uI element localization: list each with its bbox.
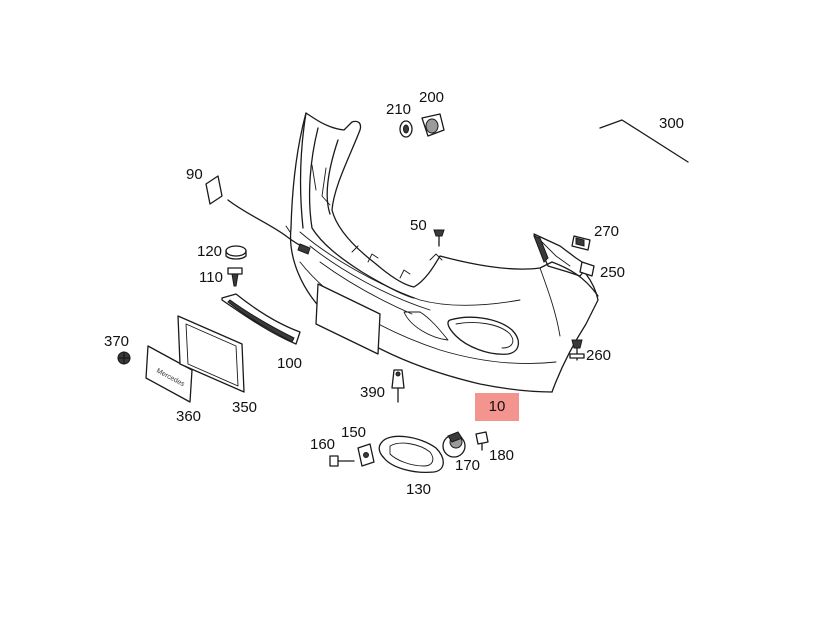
- part-250-bracket[interactable]: [579, 261, 595, 277]
- callout-160[interactable]: 160: [310, 436, 336, 453]
- callout-260[interactable]: 260: [586, 347, 612, 364]
- callout-90[interactable]: 90: [186, 166, 203, 183]
- part-260-screw[interactable]: [569, 339, 585, 361]
- callout-300[interactable]: 300: [659, 115, 685, 132]
- callout-120[interactable]: 120: [197, 243, 223, 260]
- callout-50[interactable]: 50: [410, 217, 427, 234]
- callout-370[interactable]: 370: [104, 333, 130, 350]
- callout-110[interactable]: 110: [199, 269, 223, 286]
- callout-270[interactable]: 270: [594, 223, 620, 240]
- callout-360[interactable]: 360: [176, 408, 202, 425]
- part-110-fastener[interactable]: [227, 267, 243, 287]
- callout-150[interactable]: 150: [341, 424, 367, 441]
- part-370-screw[interactable]: [117, 351, 131, 365]
- part-170-fog-lamp[interactable]: [442, 431, 466, 458]
- part-160-bolt[interactable]: [329, 455, 355, 467]
- callout-350[interactable]: 350: [232, 399, 258, 416]
- part-210-ring[interactable]: [399, 120, 413, 138]
- license-plate-area: [315, 283, 381, 355]
- part-360-license-plate[interactable]: Mercedes: [145, 345, 193, 403]
- part-270-clip[interactable]: [571, 235, 591, 251]
- part-150-nut[interactable]: [357, 443, 375, 467]
- part-100-grille[interactable]: [221, 293, 301, 345]
- part-390-fastener[interactable]: [391, 369, 405, 403]
- part-120-plug[interactable]: [225, 245, 247, 260]
- part-200-sensor[interactable]: [421, 113, 445, 137]
- part-130-bezel[interactable]: [378, 435, 444, 474]
- callout-250[interactable]: 250: [600, 264, 626, 281]
- callout-100[interactable]: 100: [277, 355, 303, 372]
- part-180-bulb[interactable]: [475, 431, 489, 451]
- callout-390[interactable]: 390: [360, 384, 386, 401]
- callout-180[interactable]: 180: [489, 447, 515, 464]
- callout-170[interactable]: 170: [455, 457, 481, 474]
- callout-210[interactable]: 210: [386, 101, 412, 118]
- part-90-hose[interactable]: [205, 175, 311, 255]
- bumper-cover[interactable]: [289, 112, 599, 393]
- callout-10-highlighted[interactable]: 10: [475, 393, 519, 421]
- part-350-plate-bracket[interactable]: [177, 315, 245, 393]
- part-50-screw[interactable]: [433, 229, 445, 247]
- leader-line: [285, 225, 291, 233]
- callout-130[interactable]: 130: [406, 481, 432, 498]
- part-300-line[interactable]: [599, 119, 689, 163]
- callout-200[interactable]: 200: [419, 89, 445, 106]
